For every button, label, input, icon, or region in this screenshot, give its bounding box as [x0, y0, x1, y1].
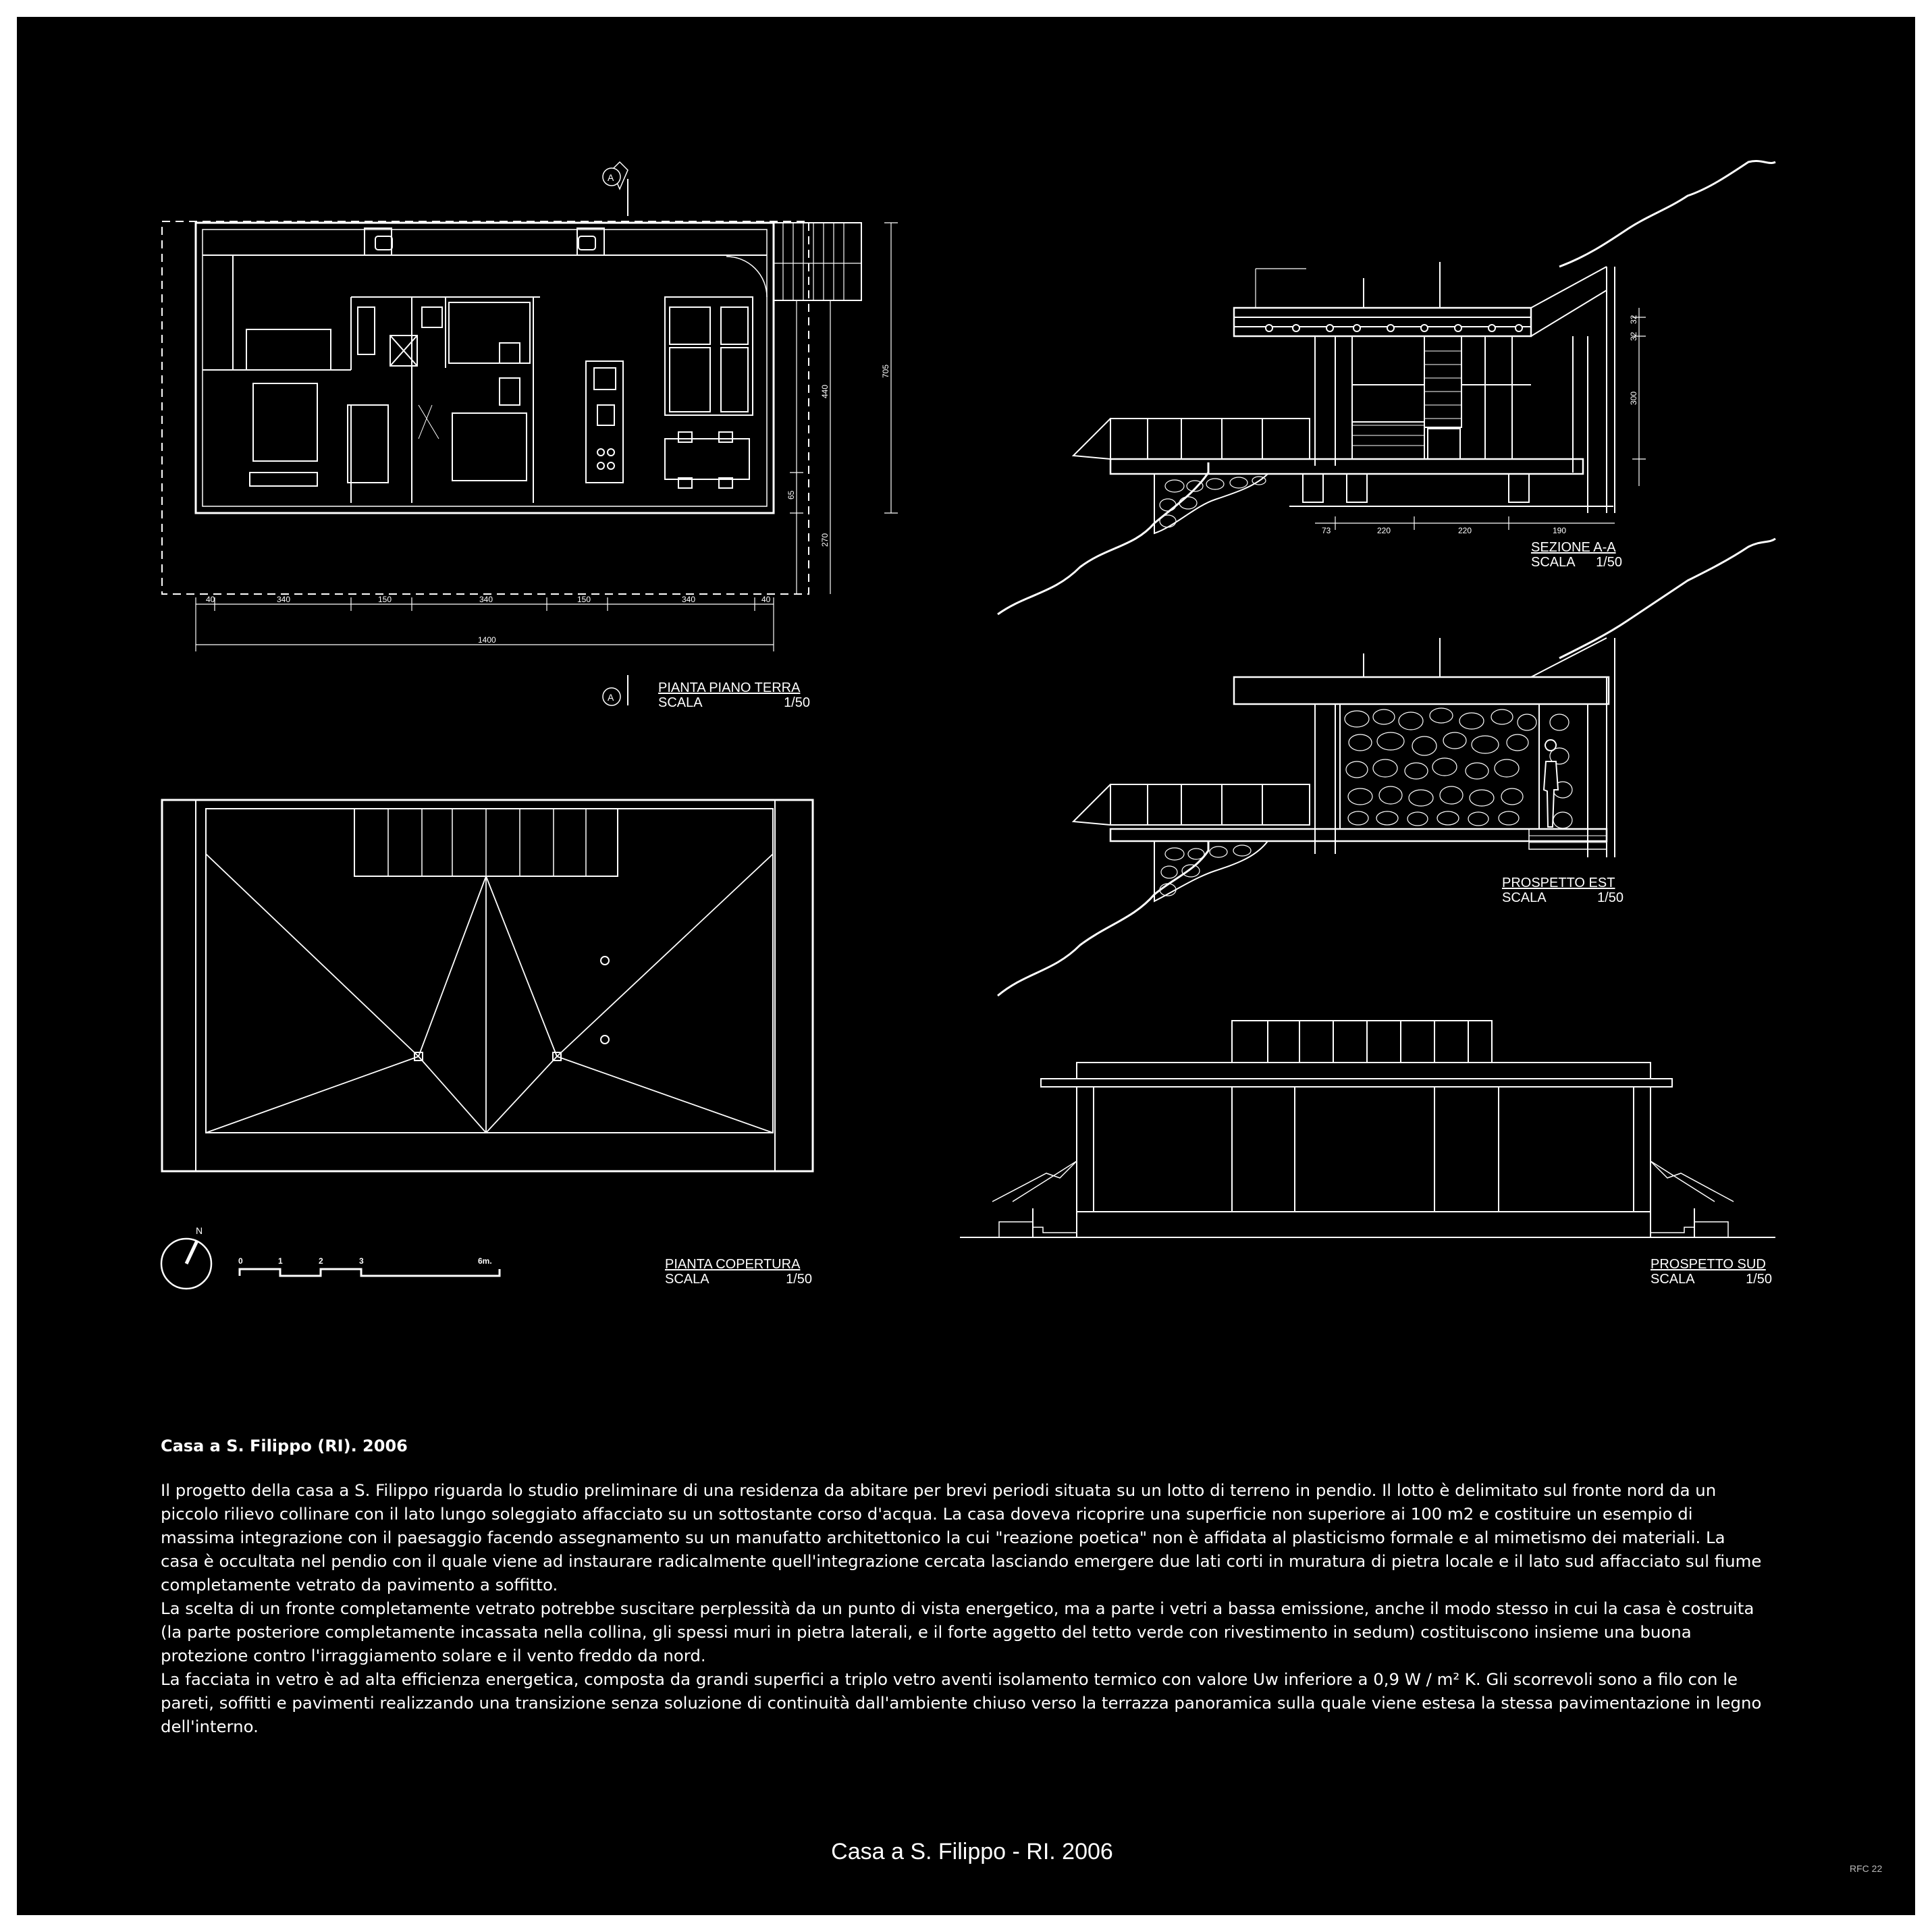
section-marker-bottom: A	[602, 687, 621, 706]
section-scale-word: SCALA	[1531, 555, 1576, 570]
dim-h-5: 340	[682, 595, 695, 604]
south-scale: 1/50	[1746, 1272, 1772, 1287]
sec-dim-1: 220	[1377, 526, 1391, 535]
dim-h-3: 340	[479, 595, 493, 604]
scale-label-1: 1	[278, 1256, 283, 1266]
south-elevation	[960, 1020, 1775, 1238]
sec-vdim-2: 300	[1629, 392, 1638, 405]
dim-v-2: 270	[820, 533, 830, 547]
south-title: PROSPETTO SUD	[1651, 1257, 1766, 1272]
sec-vdim-1: 32	[1629, 331, 1638, 341]
dim-total: 1400	[478, 635, 496, 645]
east-elevation	[997, 537, 1776, 997]
section-dimension-labels: 73 220 220 190 32 32 300	[1322, 315, 1638, 535]
dim-h-0: 40	[206, 595, 215, 604]
footer-title: Casa a S. Filippo - RI. 2006	[831, 1839, 1113, 1864]
plan-title: PIANTA PIANO TERRA	[658, 680, 801, 695]
description-heading: Casa a S. Filippo (RI). 2006	[161, 1437, 408, 1455]
dim-h-6: 40	[761, 595, 771, 604]
sec-dim-3: 190	[1553, 526, 1566, 535]
east-scale: 1/50	[1597, 890, 1624, 905]
description-paragraph-2: La scelta di un fronte completamente vet…	[161, 1599, 1754, 1665]
plan-scale: 1/50	[784, 695, 810, 710]
plan-title-block: PIANTA PIANO TERRA SCALA 1/50	[658, 680, 810, 710]
stone-texture	[1344, 707, 1573, 829]
ground-floor-plan	[161, 179, 898, 705]
project-description: Casa a S. Filippo (RI). 2006 Il progetto…	[161, 1437, 1767, 1738]
roof-plan	[161, 799, 814, 1173]
roof-scale-word: SCALA	[665, 1272, 709, 1287]
north-label: N	[196, 1225, 203, 1236]
section-title-block: SEZIONE A-A SCALA 1/50	[1531, 540, 1622, 570]
section-marker-label-2: A	[608, 692, 614, 703]
dim-v-0: 440	[820, 385, 830, 398]
sec-vdim-0: 32	[1629, 315, 1638, 324]
north-arrow: N	[160, 1225, 213, 1290]
sec-dim-0: 73	[1322, 526, 1331, 535]
dim-v-1: 65	[786, 490, 796, 500]
description-paragraph-3: La facciata in vetro è ad alta efficienz…	[161, 1669, 1762, 1736]
scale-label-0: 0	[238, 1256, 243, 1266]
dim-h-1: 340	[277, 595, 290, 604]
section-marker-top: A	[602, 161, 628, 190]
plan-scale-word: SCALA	[658, 695, 703, 710]
dim-h-4: 150	[577, 595, 591, 604]
east-title-block: PROSPETTO EST SCALA 1/50	[1502, 876, 1624, 905]
roof-scale: 1/50	[786, 1272, 812, 1287]
dim-h-2: 150	[378, 595, 392, 604]
plan-dimension-labels: 40 340 150 340 150 340 40 1400 440 65 27…	[206, 365, 890, 645]
roof-title: PIANTA COPERTURA	[665, 1257, 801, 1272]
footer-code: RFC 22	[1850, 1863, 1883, 1874]
sec-dim-2: 220	[1458, 526, 1472, 535]
section-scale: 1/50	[1596, 555, 1622, 570]
section-marker-label: A	[608, 172, 614, 183]
dim-v-3: 705	[881, 365, 890, 378]
section-a-a	[997, 160, 1776, 616]
description-paragraph-1: Il progetto della casa a S. Filippo rigu…	[161, 1480, 1762, 1594]
section-title: SEZIONE A-A	[1531, 540, 1616, 555]
south-title-block: PROSPETTO SUD SCALA 1/50	[1651, 1257, 1772, 1287]
east-scale-word: SCALA	[1502, 890, 1547, 905]
south-scale-word: SCALA	[1651, 1272, 1695, 1287]
east-title: PROSPETTO EST	[1502, 876, 1615, 890]
scale-bar: 0 1 2 3 6m.	[238, 1256, 501, 1277]
scale-label-2: 2	[319, 1256, 323, 1266]
scale-label-3: 3	[359, 1256, 364, 1266]
drawing-sheet	[17, 17, 1915, 1915]
roof-title-block: PIANTA COPERTURA SCALA 1/50	[665, 1257, 812, 1287]
scale-label-6: 6m.	[478, 1256, 492, 1266]
